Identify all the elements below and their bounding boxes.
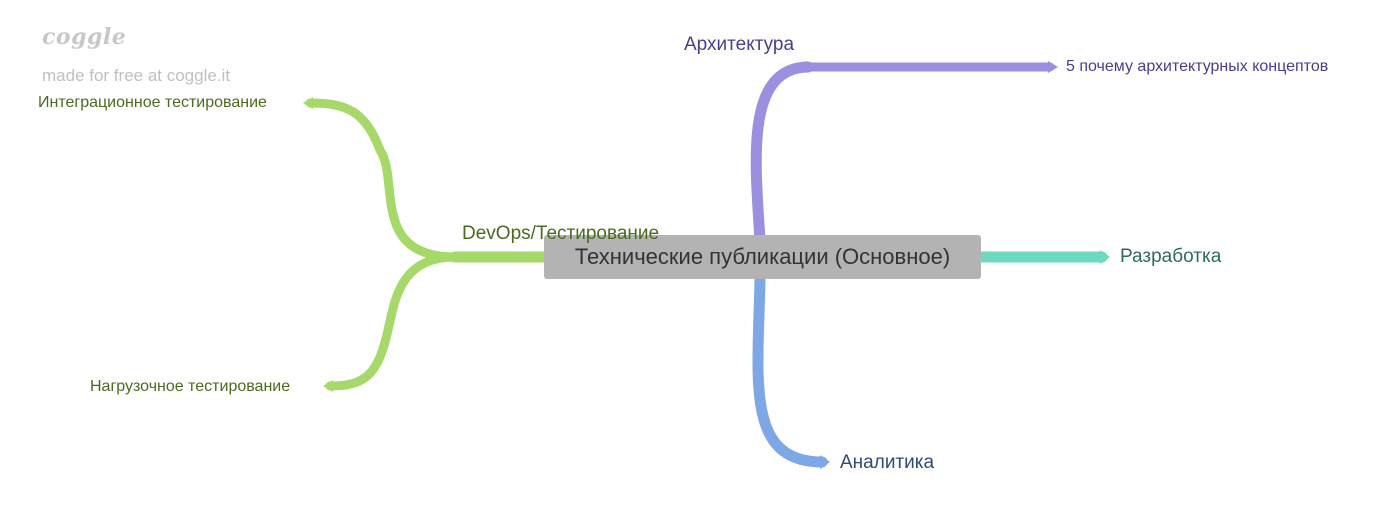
branch-architecture <box>750 61 814 246</box>
arrow-architecture-start <box>806 61 816 73</box>
node-integration-testing[interactable]: Интеграционное тестирование <box>38 94 267 111</box>
root-node[interactable]: Технические публикации (Основное) <box>544 235 981 279</box>
branch-analytics <box>752 274 828 468</box>
arrow-development <box>1100 250 1110 264</box>
coggle-logo: coggle <box>42 24 127 50</box>
node-architecture[interactable]: Архитектура <box>684 34 795 55</box>
branch-devops-child-load <box>325 252 460 391</box>
node-load-testing[interactable]: Нагрузочное тестирование <box>90 378 291 395</box>
root-node-label: Технические публикации (Основное) <box>574 244 951 269</box>
node-architecture-5-whys[interactable]: 5 почему архитектурных концептов <box>1066 58 1329 75</box>
node-development[interactable]: Разработка <box>1120 246 1222 267</box>
node-analytics[interactable]: Аналитика <box>840 452 935 473</box>
branch-devops-child-integration <box>305 98 460 262</box>
made-with-coggle-text: made for free at coggle.it <box>42 66 231 85</box>
arrow-devops-integration <box>303 97 313 109</box>
node-devops-testing[interactable]: DevOps/Тестирование <box>462 223 660 244</box>
arrow-analytics <box>820 455 830 469</box>
arrow-devops-load <box>323 380 333 392</box>
arrow-architecture-child <box>1048 61 1058 73</box>
